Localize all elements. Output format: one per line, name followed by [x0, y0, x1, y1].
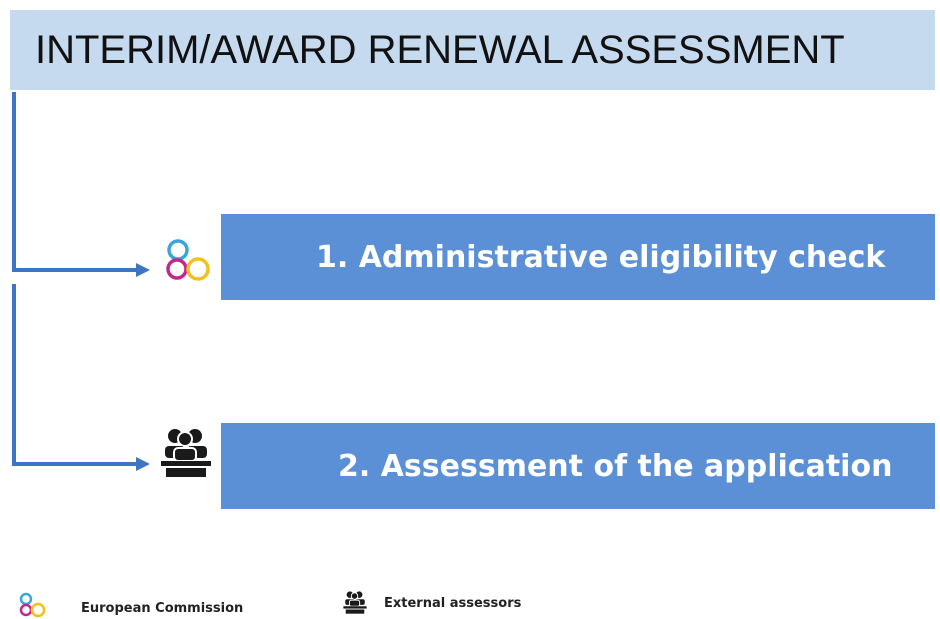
european-commission-icon — [166, 239, 210, 281]
header-banner: INTERIM/AWARD RENEWAL ASSESSMENT — [10, 10, 935, 90]
step-label: 1. Administrative eligibility check — [316, 239, 886, 275]
arrow-head-icon — [136, 457, 150, 471]
connector-to-step-1 — [12, 92, 150, 277]
european-commission-legend-icon — [19, 592, 46, 618]
step-administrative-eligibility-check: 1. Administrative eligibility check — [221, 214, 935, 300]
legend-assessors-label: External assessors — [384, 596, 522, 611]
legend-commission-label: European Commission — [81, 601, 244, 616]
connector-to-step-2 — [12, 284, 150, 471]
step-label: 2. Assessment of the application — [338, 448, 893, 484]
page-title: INTERIM/AWARD RENEWAL ASSESSMENT — [35, 27, 845, 72]
external-assessors-legend-icon — [343, 591, 367, 614]
step-assessment-of-application: 2. Assessment of the application — [221, 423, 935, 509]
arrow-head-icon — [136, 263, 150, 277]
external-assessors-icon — [161, 429, 211, 477]
